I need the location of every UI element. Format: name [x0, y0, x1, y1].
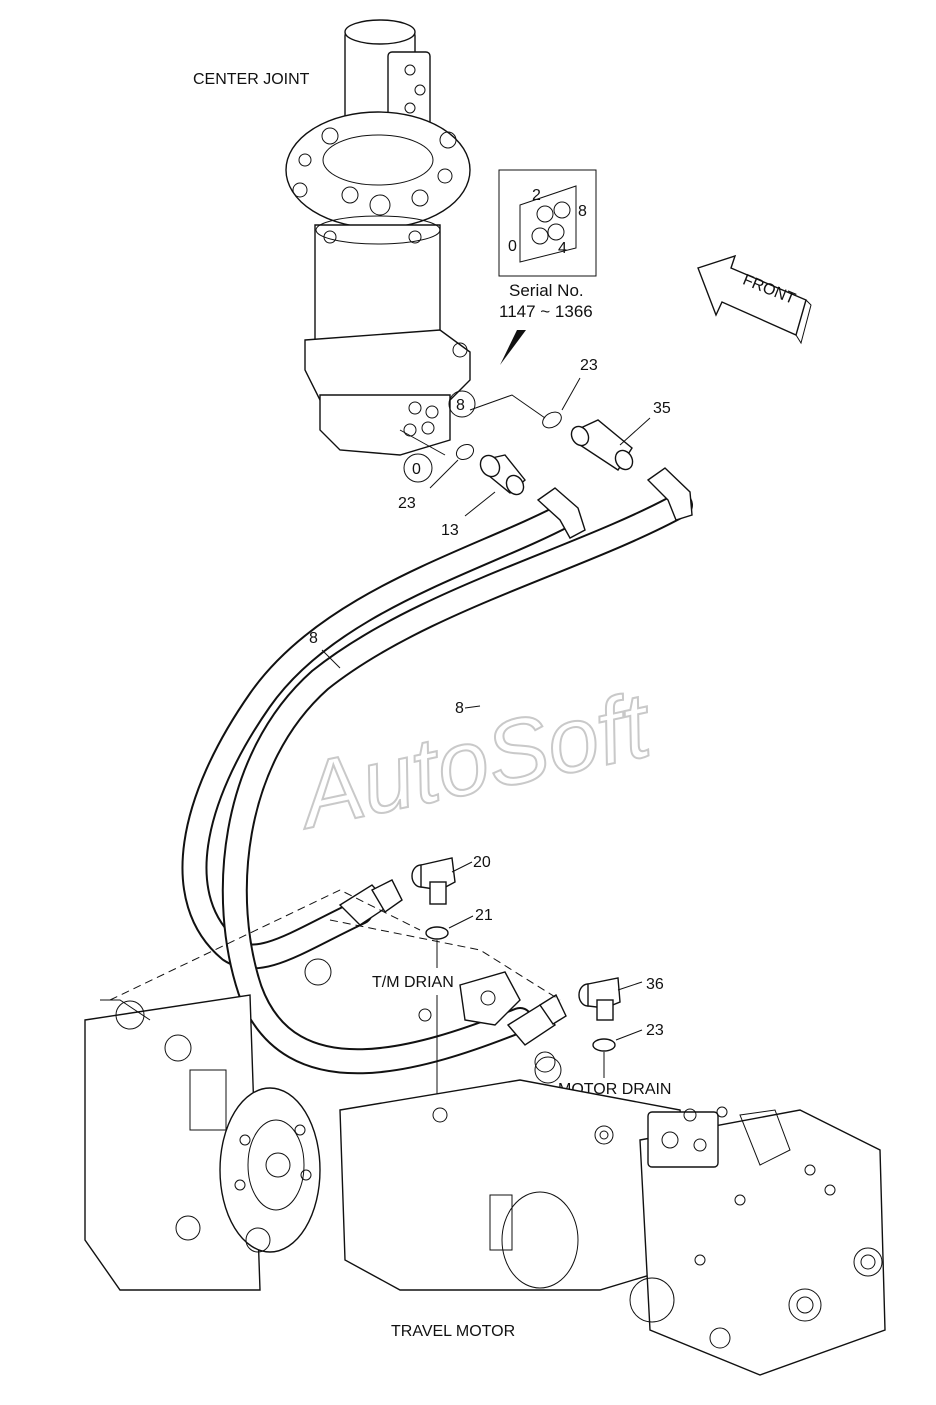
- center-joint-label: CENTER JOINT: [193, 71, 310, 88]
- watermark-text: AutoSoft: [287, 674, 662, 849]
- adapter-13: [479, 454, 526, 496]
- port-8-callout-circle: [448, 390, 476, 418]
- port-0-callout: 0: [412, 461, 421, 478]
- part-23-left: 23: [398, 495, 416, 512]
- inset-port-2: 2: [532, 187, 541, 204]
- port-8-callout: 8: [456, 397, 465, 414]
- part-20: 20: [473, 854, 491, 871]
- elbow-20: [411, 857, 456, 905]
- adapter-35: [570, 419, 634, 471]
- hose-end-fittings: [338, 467, 693, 1046]
- part-23-top: 23: [580, 357, 598, 374]
- o-ring-23-bottom: [592, 1038, 616, 1052]
- part-35: 35: [653, 400, 671, 417]
- port-0-callout-circle: [403, 453, 433, 483]
- serial-label: Serial No.: [509, 281, 584, 300]
- travel-motor-assembly: [84, 889, 886, 1376]
- pointer-arrow: [500, 330, 526, 365]
- o-ring-23-top: [542, 411, 562, 429]
- part-13: 13: [441, 522, 459, 539]
- part-8-hose-b: 8: [455, 700, 464, 717]
- hose-8-inner: [221, 492, 693, 1075]
- part-8-hose-a: 8: [309, 630, 318, 647]
- inset-port-8: 8: [578, 203, 587, 220]
- o-ring-21: [425, 926, 449, 940]
- elbow-36: [578, 977, 621, 1021]
- o-ring-23-left: [455, 443, 475, 461]
- part-36: 36: [646, 976, 664, 993]
- tm-drain-label: T/M DRIAN: [372, 974, 454, 991]
- inset-port-0: 0: [508, 238, 517, 255]
- serial-inset: 2 8 0 4: [498, 169, 597, 277]
- center-joint-assembly: [285, 19, 471, 456]
- travel-motor-label: TRAVEL MOTOR: [391, 1323, 515, 1340]
- hose-8-outer: [181, 502, 578, 970]
- inset-port-4: 4: [558, 240, 567, 257]
- front-arrow: FRONT: [697, 254, 812, 345]
- serial-range: 1147 ~ 1366: [499, 302, 593, 321]
- part-21: 21: [475, 907, 493, 924]
- part-23-bottom: 23: [646, 1022, 664, 1039]
